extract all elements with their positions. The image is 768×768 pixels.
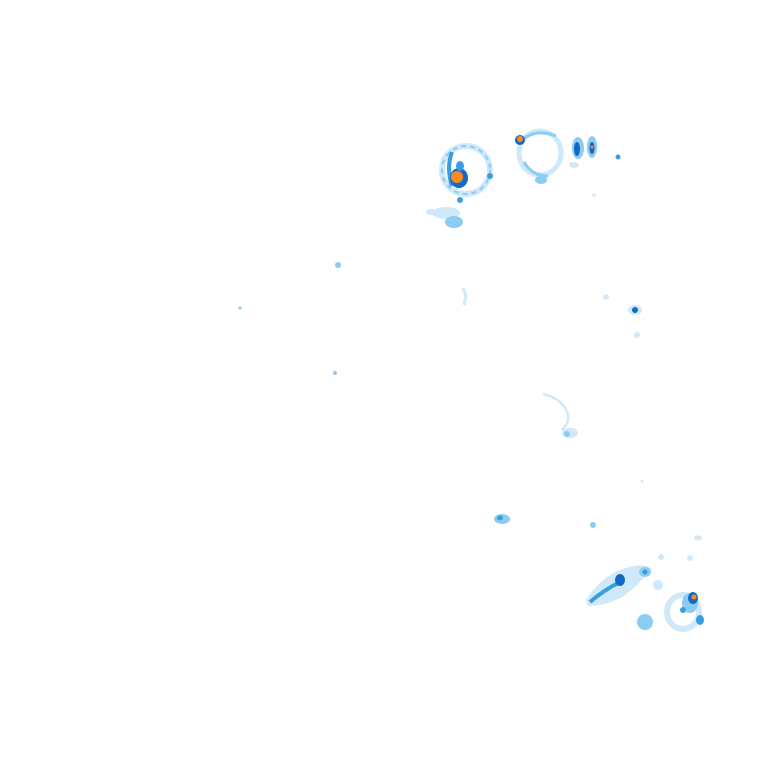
echo-cell-core: [642, 569, 648, 575]
cluster-south-east-complex: [586, 535, 704, 632]
echo-speck: [238, 306, 242, 310]
echo-trail: [432, 207, 460, 219]
echo-cell-core: [632, 307, 638, 313]
cluster-north-left-ring: [426, 143, 493, 228]
echo-cell: [637, 614, 653, 630]
echo-core-intense: [615, 574, 625, 586]
echo-arc: [522, 161, 549, 178]
cluster-north-right-cells: [569, 136, 621, 197]
echo-core-strong: [456, 161, 464, 171]
echo-speck: [569, 162, 579, 168]
echo-speck: [687, 555, 693, 561]
echo-speck: [640, 479, 644, 483]
echo-cell: [696, 615, 704, 625]
echo-speck: [603, 294, 609, 300]
echo-cell-extreme: [590, 145, 594, 149]
echo-core-extreme: [451, 171, 463, 183]
echo-speck: [487, 173, 493, 179]
echo-core-extreme: [691, 594, 697, 600]
echo-band: [447, 151, 454, 187]
echo-cell: [653, 580, 663, 590]
echo-ring-inner: [441, 145, 491, 195]
cluster-center-scatter: [238, 262, 644, 483]
echo-streak: [542, 392, 570, 431]
echo-speck: [615, 154, 621, 160]
echo-trail: [445, 216, 463, 228]
echo-streak: [461, 287, 468, 306]
echo-speck: [535, 176, 547, 184]
echo-speck: [457, 197, 463, 203]
echo-cell-core: [497, 515, 503, 521]
echo-core-extreme: [517, 136, 523, 142]
echo-speck: [564, 431, 570, 437]
cluster-north-center-ring: [515, 128, 564, 184]
cluster-south-center-cell: [494, 514, 596, 528]
echo-speck: [694, 535, 702, 541]
echo-speck: [592, 193, 596, 197]
echo-trail: [426, 209, 438, 215]
echo-cell-core: [574, 142, 580, 156]
echo-speck: [658, 554, 664, 560]
echo-speck: [335, 262, 341, 268]
echo-speck: [333, 371, 337, 375]
echo-speck: [590, 522, 596, 528]
echo-speck: [634, 332, 640, 338]
echo-core-strong: [680, 607, 686, 613]
cluster-mid-right-cell: [628, 305, 642, 338]
echo-ring: [664, 592, 702, 632]
